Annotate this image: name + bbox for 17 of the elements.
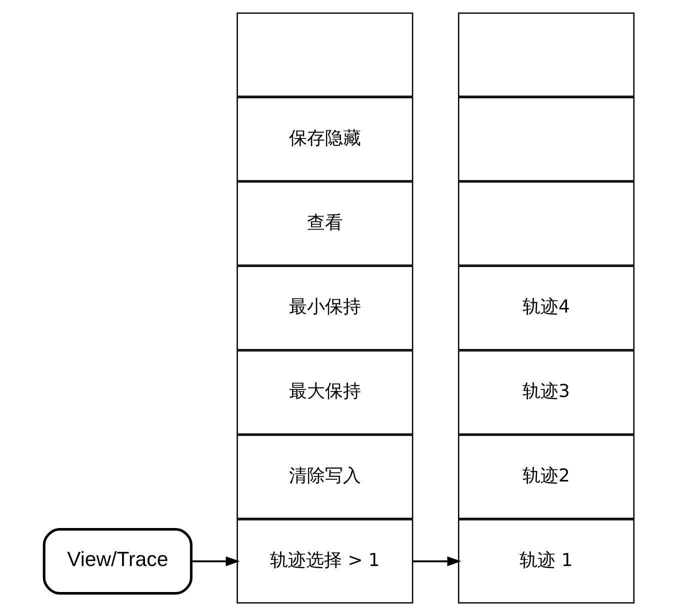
node-box: 轨迹2 [458, 434, 635, 520]
node-box: View/Trace [42, 528, 193, 595]
node-box: 查看 [236, 181, 414, 266]
node-box: 最大保持 [236, 350, 414, 435]
node-box: 轨迹3 [458, 350, 635, 435]
node-box: 清除写入 [236, 434, 414, 520]
node-box [458, 181, 635, 266]
arrow [413, 556, 462, 566]
node-box: 最小保持 [236, 266, 414, 350]
node-box: 轨迹4 [458, 266, 635, 350]
node-box: 轨迹 1 [458, 519, 635, 604]
node-box: 保存隐藏 [236, 96, 414, 182]
node-box: 轨迹选择 > 1 [236, 519, 414, 604]
node-box [236, 12, 414, 97]
node-box [458, 96, 635, 182]
node-box [458, 12, 635, 97]
arrow [191, 556, 240, 566]
